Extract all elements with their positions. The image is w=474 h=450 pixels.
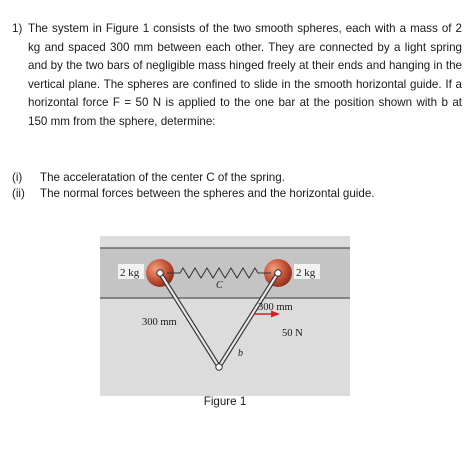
hinge-right	[274, 269, 282, 277]
mass-left-label: 2 kg	[120, 267, 140, 279]
question-text: The acceleratation of the center C of th…	[40, 171, 285, 184]
figure-caption: Figure 1	[203, 395, 247, 408]
problem-number: 1)	[12, 22, 23, 35]
question-label: (ii)	[12, 187, 25, 200]
bar-left-length-label: 300 mm	[142, 317, 177, 328]
problem-text: The system in Figure 1 consists of the t…	[28, 22, 462, 128]
question-i: (i) The acceleratation of the center C o…	[12, 170, 462, 186]
bar-right-length-label: 300 mm	[258, 302, 293, 313]
question-label: (i)	[12, 171, 23, 184]
force-label: 50 N	[282, 328, 303, 339]
bar-right-inner	[217, 271, 280, 369]
question-ii: (ii) The normal forces between the spher…	[12, 186, 462, 202]
spring	[167, 267, 271, 279]
label-bg-right	[294, 264, 320, 279]
problem-statement: 1) The system in Figure 1 consists of th…	[12, 20, 462, 132]
hinge-bottom	[215, 363, 223, 371]
hinge-left	[156, 269, 164, 277]
question-text: The normal forces between the spheres an…	[40, 187, 375, 200]
force-arrow-head	[271, 310, 280, 318]
figure-1: 2 kg 2 kg C 300 mm 300 mm 50 N b	[100, 236, 350, 396]
spring-center-label: C	[216, 280, 223, 291]
bar-left-inner	[158, 271, 221, 369]
label-bg-left	[118, 264, 144, 279]
mechanism-diagram: 2 kg 2 kg C 300 mm 300 mm 50 N b	[100, 236, 350, 396]
mass-right-label: 2 kg	[296, 267, 316, 279]
point-b-label: b	[238, 348, 243, 359]
